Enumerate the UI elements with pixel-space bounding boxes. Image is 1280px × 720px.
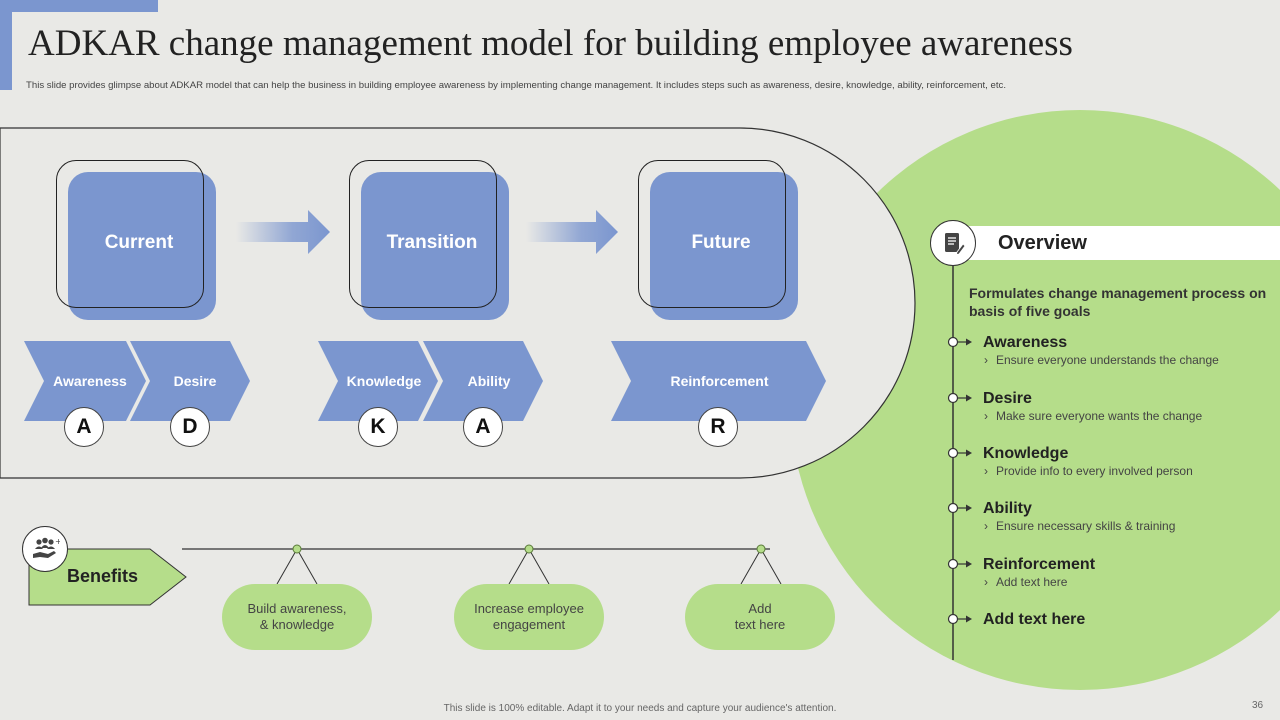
benefits-tag — [28, 548, 187, 606]
timeline-marker — [947, 336, 972, 348]
benefit-text: & knowledge — [259, 617, 335, 632]
benefit-pill: Build awareness,& knowledge — [222, 584, 372, 650]
stage-label-future: Future — [691, 232, 751, 253]
overview-item-title: Ability — [983, 500, 1032, 517]
overview-item-desc-text: Make sure everyone wants the change — [996, 409, 1203, 423]
step-label-awareness: Awareness — [53, 373, 127, 389]
overview-item-title: Add text here — [983, 611, 1086, 628]
timeline-marker — [947, 558, 972, 570]
benefits-label: Benefits — [67, 566, 139, 586]
chevron-reinforcement — [611, 341, 826, 421]
chevron-ability — [423, 341, 543, 421]
stage-label-transition: Transition — [386, 232, 478, 253]
bullet-icon: › — [984, 353, 988, 367]
benefit-connector — [276, 547, 782, 585]
benefit-text: Add — [748, 601, 772, 616]
step-letter: D — [170, 407, 210, 447]
step-label-reinforcement: Reinforcement — [670, 373, 769, 389]
overview-item-desc-text: Ensure necessary skills & training — [996, 519, 1176, 533]
document-icon — [930, 220, 976, 266]
step-label-ability: Ability — [467, 373, 511, 389]
footer-note: This slide is 100% editable. Adapt it to… — [443, 703, 837, 714]
step-letter: K — [358, 407, 398, 447]
accent-cut — [12, 12, 172, 112]
overview-header-bar — [960, 226, 1280, 260]
overview-item-title: Knowledge — [983, 445, 1069, 462]
benefit-text: Build awareness, — [247, 601, 347, 616]
step-letter: R — [698, 407, 738, 447]
overview-intro: Formulates change management process on … — [969, 285, 1267, 319]
benefit-text: Increase employee — [474, 601, 584, 616]
bullet-icon: › — [984, 409, 988, 423]
right-arrow-icon — [526, 210, 618, 254]
overview-title: Overview — [998, 232, 1087, 254]
benefit-dots — [292, 544, 766, 554]
chevron-awareness — [24, 341, 146, 421]
overview-item-desc: › Make sure everyone wants the change — [984, 409, 1202, 423]
stage-outline — [56, 160, 204, 308]
benefit-text: engagement — [492, 617, 566, 632]
svg-text:+: + — [55, 537, 60, 546]
stage-label-current: Current — [104, 232, 174, 253]
page-subtitle: This slide provides glimpse about ADKAR … — [26, 80, 1006, 91]
step-letter: A — [64, 407, 104, 447]
overview-item-desc-text: Ensure everyone understands the change — [996, 353, 1219, 367]
overview-item-desc: › Provide info to every involved person — [984, 464, 1193, 478]
overview-item-desc-text: Add text here — [996, 575, 1068, 589]
overview-item-title: Awareness — [983, 334, 1068, 351]
timeline-marker — [947, 613, 972, 625]
overview-item-desc: › Add text here — [984, 575, 1067, 589]
overview-item-desc: › Ensure necessary skills & training — [984, 519, 1175, 533]
stage-outline — [638, 160, 786, 308]
chevron-knowledge — [318, 341, 438, 421]
overview-item-title: Desire — [983, 390, 1032, 407]
timeline-marker — [947, 392, 972, 404]
step-label-desire: Desire — [173, 373, 217, 389]
step-letter: A — [463, 407, 503, 447]
page-title: ADKAR change management model for buildi… — [28, 23, 1073, 64]
step-label-knowledge: Knowledge — [346, 373, 422, 389]
overview-item-desc: › Ensure everyone understands the change — [984, 353, 1219, 367]
right-arrow-icon — [236, 210, 330, 254]
timeline-marker — [947, 447, 972, 459]
stage-outline — [349, 160, 497, 308]
timeline-marker — [947, 502, 972, 514]
page-number: 36 — [1252, 700, 1264, 711]
bullet-icon: › — [984, 519, 988, 533]
overview-item-title: Reinforcement — [983, 556, 1096, 573]
bullet-icon: › — [984, 464, 988, 478]
benefit-text: text here — [734, 617, 786, 632]
chevron-desire — [130, 341, 250, 421]
bullet-icon: › — [984, 575, 988, 589]
team-hand-icon: + — [22, 526, 68, 572]
overview-item-desc-text: Provide info to every involved person — [996, 464, 1193, 478]
